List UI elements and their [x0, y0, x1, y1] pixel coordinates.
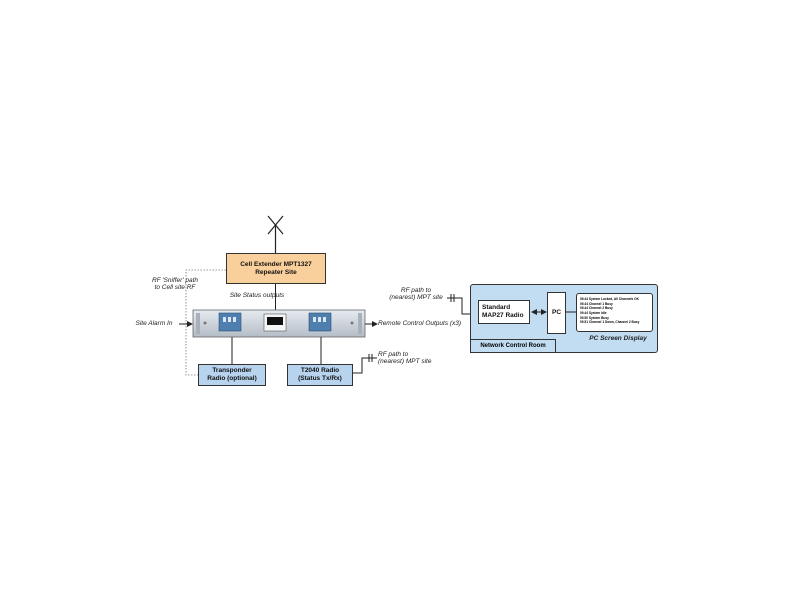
rf-path-ncr-line2: (nearest) MPT site	[389, 294, 443, 302]
sniffer-label: RF 'Sniffer' path to Cell site RF	[128, 277, 222, 292]
transponder-line2: Radio (optional)	[207, 375, 257, 382]
rf-path-t2040-label: RF path to (nearest) MPT site	[378, 351, 442, 366]
screen-line: 09.44 System Locked, All Channels OK	[580, 297, 639, 301]
rf-stub-icon	[353, 354, 377, 374]
map27-line2: MAP27 Radio	[482, 312, 524, 319]
sniffer-path	[185, 269, 226, 376]
t2040-line1: T2040 Radio	[300, 367, 340, 375]
screen-line: 09.50 System Busy	[580, 315, 609, 320]
rack-unit-icon	[192, 309, 366, 338]
rf-path-t2040-line2: (nearest) MPT site	[378, 358, 432, 366]
t2040-line2: (Status Tx/Rx)	[298, 375, 342, 382]
repeater-box: Cell Extender MPT1327 Repeater Site	[226, 253, 326, 284]
repeater-line2: Repeater Site	[255, 268, 297, 276]
map27-line1: Standard	[482, 304, 511, 312]
sniffer-label-line2: to Cell site RF	[154, 284, 196, 292]
screen-line: 09.44 Channel 1 Busy	[580, 301, 613, 306]
sniffer-label-line1: RF 'Sniffer' path	[151, 277, 199, 284]
screen-line: 09.44 Channel 2 Busy	[580, 306, 613, 311]
rf-path-ncr-label: RF path to (nearest) MPT site	[385, 287, 447, 302]
site-alarm-in-label: Site Alarm In	[135, 320, 173, 327]
pc-box: PC	[547, 292, 566, 334]
ncr-label: Network Control Room	[470, 339, 556, 353]
site-status-outputs-label: Site Status outputs	[229, 292, 285, 299]
repeater-line1: Cell Extender MPT1327	[240, 260, 312, 268]
pc-screen-title: PC Screen Display	[589, 335, 647, 342]
t2040-box: T2040 Radio (Status Tx/Rx)	[287, 364, 353, 386]
rf-path-t2040-line1: RF path to	[378, 351, 409, 358]
pc-screen-box: 09.44 System Locked, All Channels OK 09.…	[576, 293, 653, 332]
antenna-icon	[267, 215, 284, 253]
screen-line: 09.51 Channel 1 Down, Channel 2 Busy	[580, 320, 640, 325]
transponder-box: Transponder Radio (optional)	[198, 364, 266, 386]
rf-path-ncr-line1: RF path to	[400, 287, 432, 294]
transponder-line1: Transponder	[212, 367, 252, 375]
screen-line: 09.44 System Idle	[580, 310, 607, 315]
remote-control-outputs-label: Remote Control Outputs (x3)	[378, 320, 462, 327]
map27-radio-box: Standard MAP27 Radio	[478, 300, 530, 324]
